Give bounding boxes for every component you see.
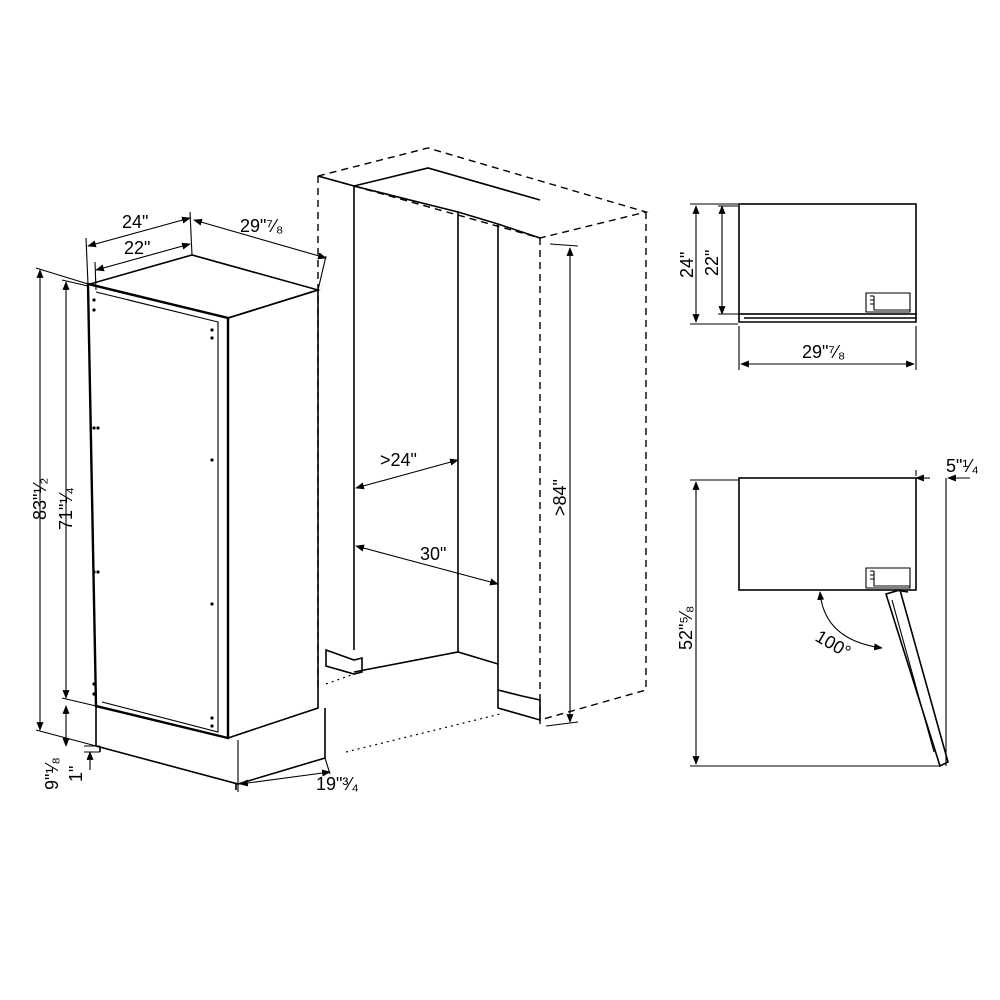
label-door-angle: 100° [812,626,854,662]
appliance-isometric [86,254,326,790]
label-width-inner: 22" [124,238,150,258]
label-niche-height: >84" [550,479,570,516]
label-door-clearance: 52"⁵⁄₈ [676,606,696,650]
niche-left-wall [317,175,355,650]
label-plinth-depth: 19"³⁄₄ [316,774,359,794]
niche-top-dashed [315,147,649,239]
label-top-depth: 29"⁷⁄₈ [802,342,845,362]
label-niche-width: >24" [380,450,417,470]
dim-width-outer-line [87,216,191,248]
door-view-body [738,477,917,591]
label-plinth-height: 9"¹⁄₈ [42,757,62,790]
dim-width: 24" 22" [85,211,193,291]
opened-door [884,589,949,768]
niche-cabinet [315,147,649,753]
hinge-dots [92,298,214,728]
dim-plinth-depth-line [239,769,331,787]
top-view-body [738,203,917,315]
label-height-body: 71"¹⁄₄ [56,487,76,530]
hinge-icon [865,292,911,313]
door-view-hinge-icon [865,567,911,589]
label-height-total: 83"¹⁄₂ [30,478,50,520]
label-width-outer: 24" [122,212,148,232]
dim-door-angle-arc [817,591,883,651]
appliance-side [227,288,319,739]
appliance-feet [99,746,237,790]
door-open-view: 100° 52"⁵⁄₈ 5"¹⁄₄ [676,456,979,768]
label-depth: 29"⁷⁄₈ [240,216,283,236]
dim-width-inner-line [95,242,191,272]
top-view-door [738,314,917,323]
dim-niche-depth-line [355,544,499,586]
label-top-width-inner: 22" [702,250,722,276]
dim-niche: >24" 30" >84" [355,243,579,727]
appliance-door [86,282,230,740]
dim-niche-width-line [355,458,459,490]
niche-floor-left [325,648,363,675]
top-view: 24" 22" 29"⁷⁄₈ [677,203,917,370]
niche-floor-right [497,688,541,722]
appliance-top [86,254,321,319]
label-door-offset: 5"¹⁄₄ [946,456,979,476]
label-niche-depth: 30" [420,544,446,564]
dim-depth: 29"⁷⁄₈ [193,216,327,291]
dim-depth-line [193,218,327,260]
label-top-width-outer: 24" [677,252,697,278]
dim-plinth-depth: 19"³⁄₄ [237,757,359,794]
door-inner-edge [95,291,219,733]
dim-heights: 83"¹⁄₂ 71"¹⁄₄ 9"¹⁄₈ 1" [30,267,100,790]
label-foot-height: 1" [66,766,86,782]
